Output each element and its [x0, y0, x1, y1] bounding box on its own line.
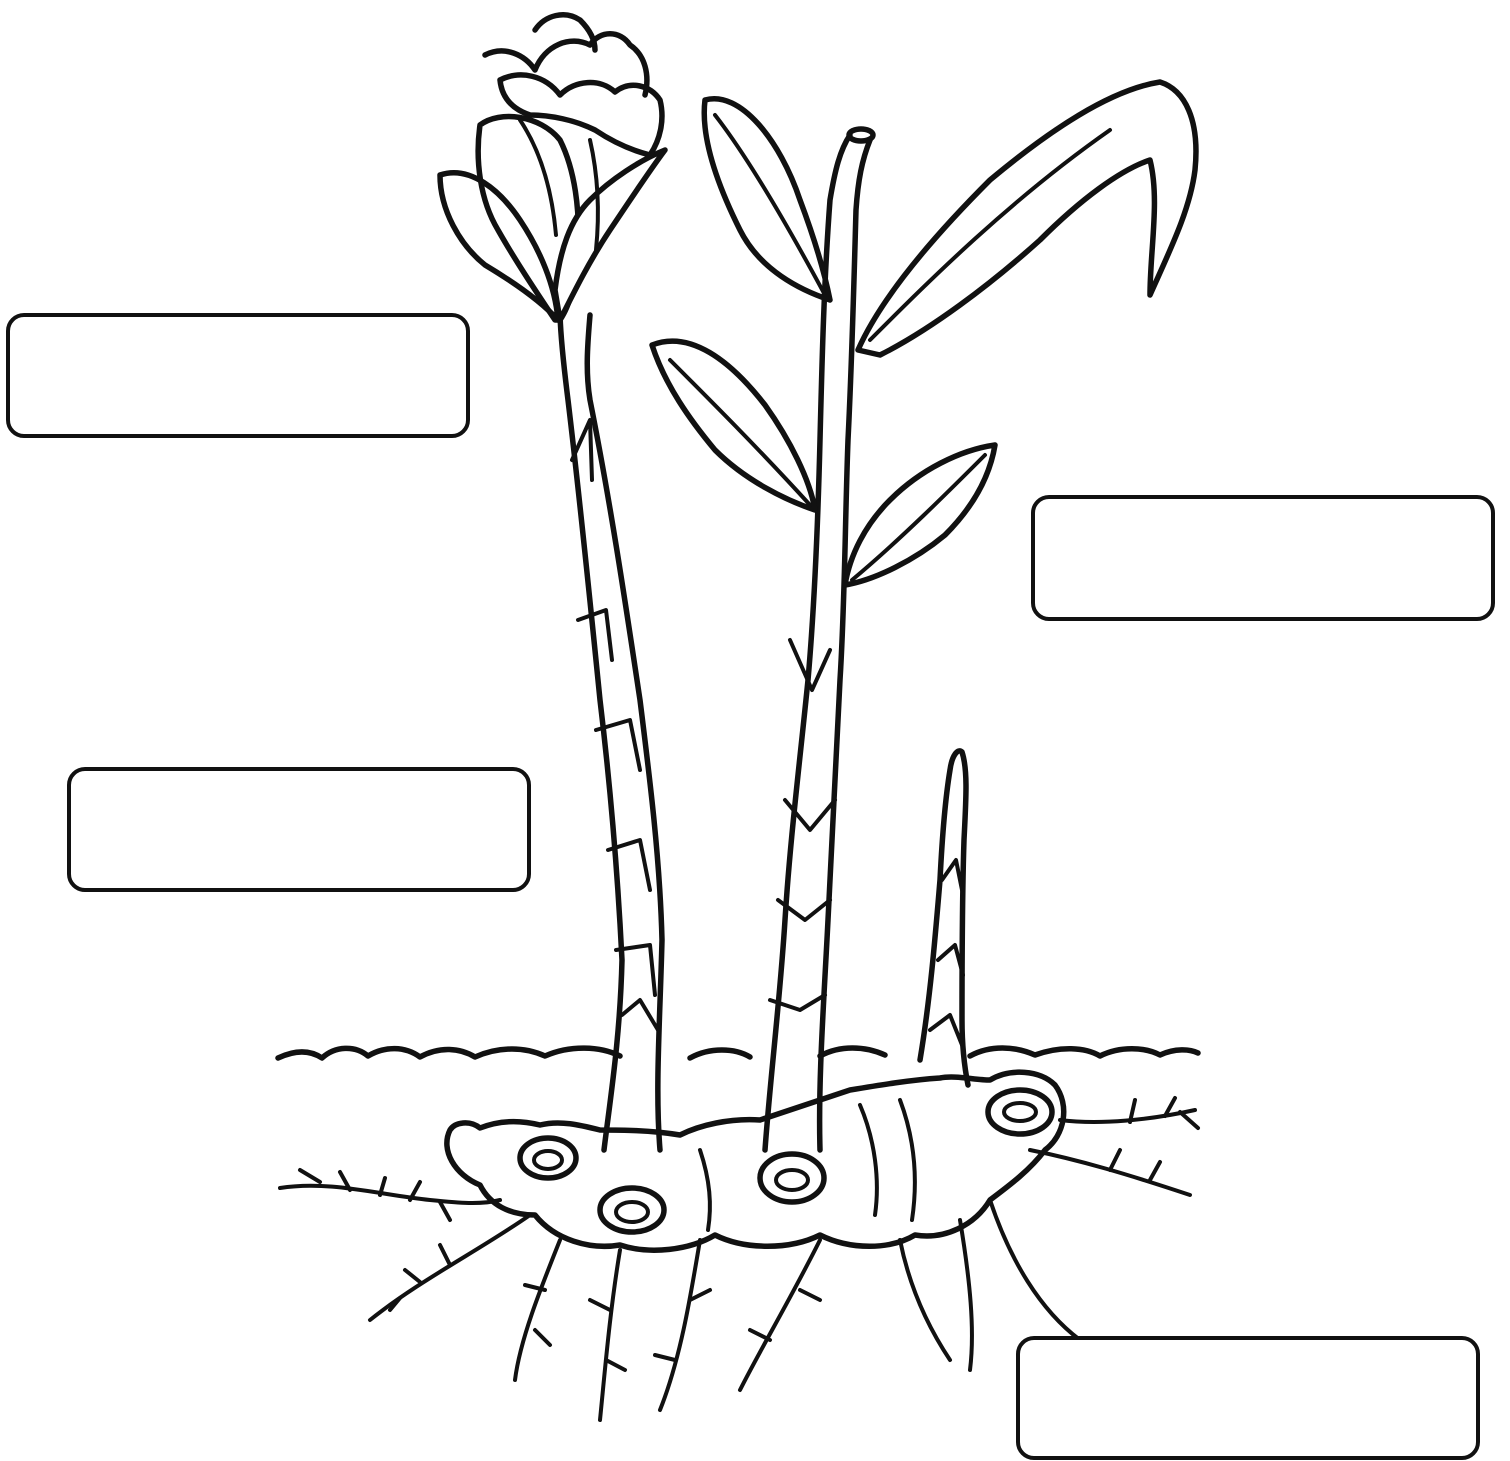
label-box-middle-left[interactable] — [67, 767, 531, 892]
label-box-bottom-right[interactable] — [1016, 1336, 1480, 1460]
soil-surface — [278, 1048, 1198, 1058]
young-shoot — [920, 751, 968, 1085]
rhizome — [447, 1072, 1064, 1250]
label-box-top-left[interactable] — [6, 313, 470, 438]
label-box-middle-right[interactable] — [1031, 495, 1495, 621]
flower-head — [440, 15, 665, 320]
flowering-stem — [560, 310, 662, 1150]
